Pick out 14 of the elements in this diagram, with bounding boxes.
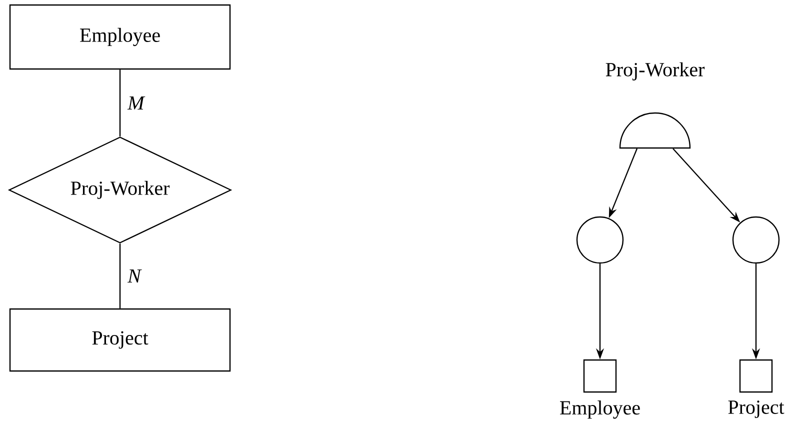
semicircle-node: Proj-Worker xyxy=(606,62,705,149)
node-label: Employee xyxy=(560,400,640,419)
edge-label: M xyxy=(126,95,146,111)
entity-box: Project xyxy=(9,308,231,372)
circle-node xyxy=(576,216,624,264)
edge-label: N xyxy=(126,268,142,284)
node-label: Proj-Worker xyxy=(606,62,705,80)
connector xyxy=(119,244,121,308)
square-node: Employee xyxy=(560,359,640,419)
square-node: Project xyxy=(728,359,784,418)
connector xyxy=(119,70,121,136)
entity-box: Employee xyxy=(9,4,231,70)
node-label: Project xyxy=(728,400,784,418)
circle-node xyxy=(732,216,780,264)
